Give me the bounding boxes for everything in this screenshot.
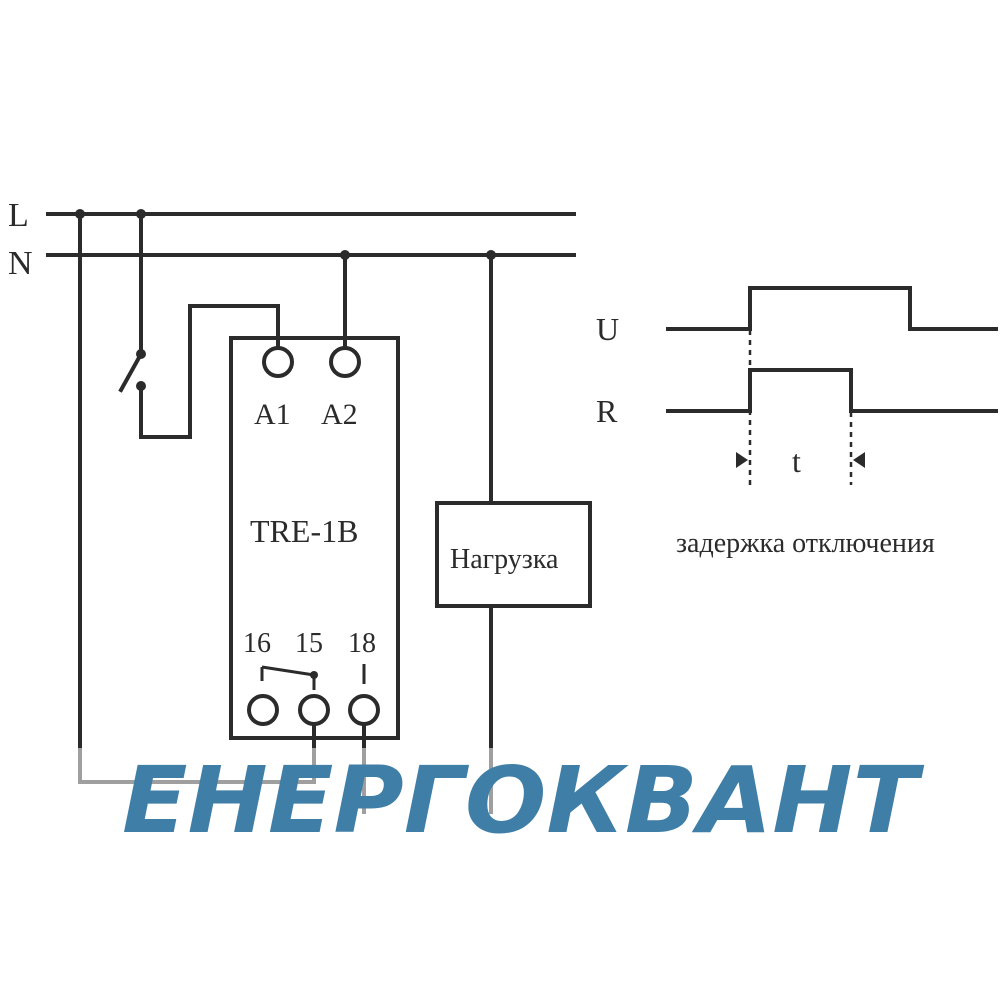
arrow-end (853, 452, 865, 468)
load-branch: Нагрузка (435, 253, 592, 814)
label-N: N (8, 245, 33, 282)
switch-lever (118, 351, 144, 393)
terminal-18 (348, 694, 380, 726)
load-label: Нагрузка (450, 544, 559, 575)
terminal-A1 (262, 346, 294, 378)
label-A1: A1 (254, 398, 291, 431)
wire-switch-to-A1 (139, 304, 280, 439)
timing-label-t: t (792, 443, 801, 479)
terminal-15 (298, 694, 330, 726)
label-L: L (8, 197, 29, 234)
relay-model-label: TRE-1B (250, 513, 358, 549)
relay-body (229, 336, 400, 740)
logo-watermark: ЕНЕРГОКВАНТ (40, 747, 980, 854)
arrow-start (736, 452, 748, 468)
signal-U (666, 286, 998, 331)
junctions (75, 209, 496, 260)
timing-label-R: R (596, 393, 618, 429)
wire-L-to-15 (78, 212, 316, 784)
signal-R (666, 368, 998, 413)
logo-backdrop (40, 748, 980, 852)
relay-TRE-1B: A1 A2 TRE-1B 16 15 18 (229, 336, 400, 740)
timing-label-U: U (596, 311, 619, 347)
logo-text: ЕНЕРГОКВАНТ (122, 747, 925, 854)
label-15: 15 (295, 628, 323, 659)
label-18: 18 (348, 628, 376, 659)
load-box (435, 501, 592, 608)
control-switch (118, 212, 280, 439)
terminal-A2 (329, 346, 361, 378)
timing-diagram: U R t задержка отключения (596, 286, 998, 559)
label-A2: A2 (321, 398, 358, 431)
terminal-16 (247, 694, 279, 726)
contact-arm (261, 665, 315, 677)
timing-caption: задержка отключения (676, 528, 935, 559)
label-16: 16 (243, 628, 271, 659)
